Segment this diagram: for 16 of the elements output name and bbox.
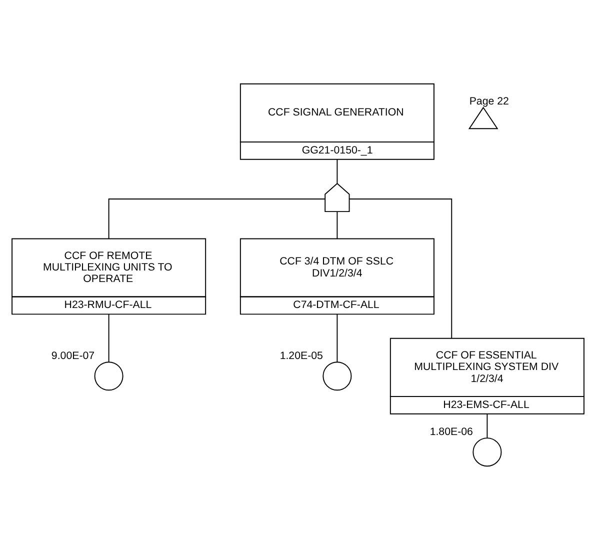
node-label: 1.80E-06 — [430, 426, 473, 438]
node-circle — [322, 362, 352, 391]
connector — [336, 211, 338, 240]
connector — [336, 158, 338, 184]
connector — [108, 314, 110, 362]
connector — [108, 198, 326, 240]
connector — [348, 198, 452, 339]
node-circle — [472, 438, 502, 467]
node-gate — [324, 182, 350, 212]
node-circle — [94, 362, 124, 391]
connector — [486, 414, 488, 438]
node-label: 9.00E-07 — [51, 350, 95, 362]
node-triangle — [468, 106, 498, 130]
node-label: Page 22 — [469, 95, 509, 108]
connector — [336, 314, 338, 362]
node-label: 1.20E-05 — [280, 350, 323, 362]
